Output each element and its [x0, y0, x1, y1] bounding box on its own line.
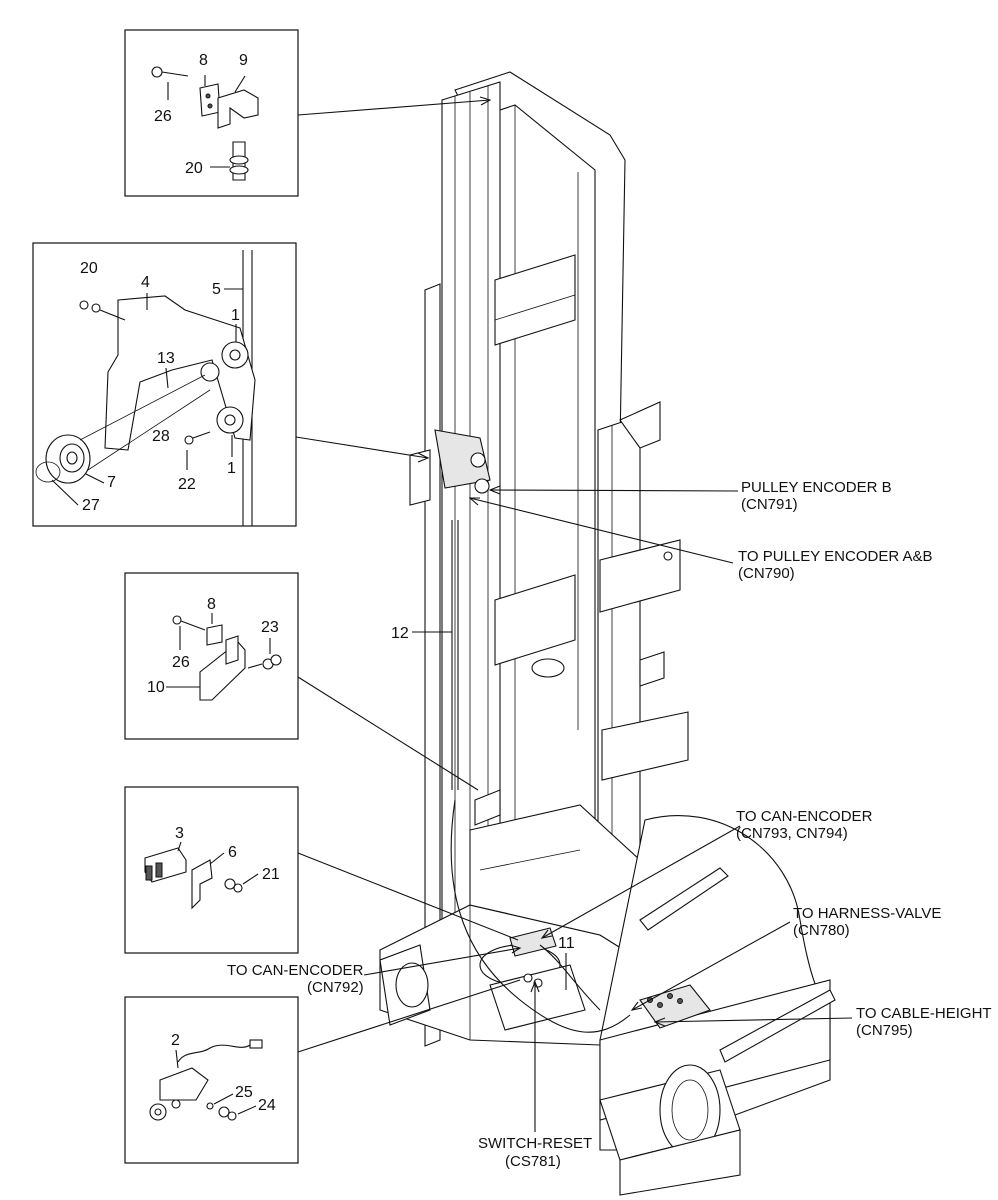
part-number-20: 20 [185, 160, 203, 177]
callout-code: (CN795) [856, 1022, 913, 1039]
part-number-21: 21 [262, 866, 280, 883]
callout-can-encoder-792: TO CAN-ENCODER (CN792) [227, 944, 522, 996]
part-number-11: 11 [558, 935, 575, 952]
plate-8 [206, 624, 223, 646]
part-number-20: 20 [80, 260, 98, 277]
part-number-24: 24 [258, 1097, 276, 1114]
bracket-6 [191, 859, 213, 910]
callout-code: (CN793, CN794) [736, 825, 848, 842]
detail-box-switch: 3 6 21 [124, 786, 519, 954]
detail-box-top: 8 9 26 20 [124, 29, 492, 197]
callout-harness-valve: TO HARNESS-VALVE (CN780) [630, 905, 941, 1011]
detail-box-sensor: 2 25 24 [124, 979, 521, 1164]
callout-cable-height: TO CABLE-HEIGHT (CN795) [653, 1005, 992, 1039]
callout-code: (CN790) [738, 565, 795, 582]
callout-code: (CS781) [505, 1153, 561, 1170]
plate-8 [199, 83, 221, 117]
part-number-27: 27 [82, 497, 100, 514]
switch-3 [144, 847, 187, 883]
bracket-9 [217, 89, 259, 129]
part-number-6: 6 [228, 844, 237, 861]
detail-frame-encoder [32, 242, 297, 527]
plate-4 [104, 295, 256, 451]
part-number-26: 26 [172, 654, 190, 671]
mast-assembly [379, 71, 836, 1196]
part-number-9: 9 [239, 52, 248, 69]
part-number-13: 13 [157, 350, 175, 367]
part-number-2: 2 [171, 1032, 180, 1049]
callout-label: TO PULLEY ENCODER A&B [738, 548, 933, 565]
callout-label: TO HARNESS-VALVE [793, 905, 941, 922]
part-number-10: 10 [147, 679, 165, 696]
callout-label: TO CAN-ENCODER [227, 962, 364, 979]
part-number-22: 22 [178, 476, 196, 493]
part-number-25: 25 [235, 1084, 253, 1101]
callout-code: (CN791) [741, 496, 798, 513]
part-number-5: 5 [212, 281, 221, 298]
callout-label: PULLEY ENCODER B [741, 479, 892, 496]
part-number-3: 3 [175, 825, 184, 842]
detail-box-encoder: 20 4 5 1 13 28 7 22 1 27 [32, 242, 430, 527]
detail-box-bracket: 8 23 26 10 [124, 572, 479, 791]
callout-can-encoder-793: TO CAN-ENCODER (CN793, CN794) [540, 808, 873, 939]
callout-code: (CN780) [793, 922, 850, 939]
callout-code: (CN792) [307, 979, 364, 996]
callout-pulley-encoder-ab: TO PULLEY ENCODER A&B (CN790) [468, 497, 933, 582]
part-number-7: 7 [107, 474, 116, 491]
detail-frame-sensor [124, 996, 299, 1164]
part-number-28: 28 [152, 428, 170, 445]
part-number-8: 8 [199, 52, 208, 69]
callout-pulley-encoder-b: PULLEY ENCODER B (CN791) [488, 479, 892, 513]
part-number-23: 23 [261, 619, 279, 636]
sensor-2 [159, 1067, 209, 1101]
callout-label: TO CAN-ENCODER [736, 808, 873, 825]
part-number-12: 12 [391, 625, 409, 642]
callout-label: SWITCH-RESET [478, 1135, 592, 1152]
part-number-4: 4 [141, 274, 150, 291]
callout-switch-reset: SWITCH-RESET (CS781) [478, 980, 592, 1170]
detail-frame-bracket [124, 572, 299, 740]
callout-label: TO CABLE-HEIGHT [856, 1005, 992, 1022]
part-number-1-upper: 1 [231, 307, 240, 324]
part-number-8: 8 [207, 596, 216, 613]
part-number-1-lower: 1 [227, 460, 236, 477]
part-number-26: 26 [154, 108, 172, 125]
